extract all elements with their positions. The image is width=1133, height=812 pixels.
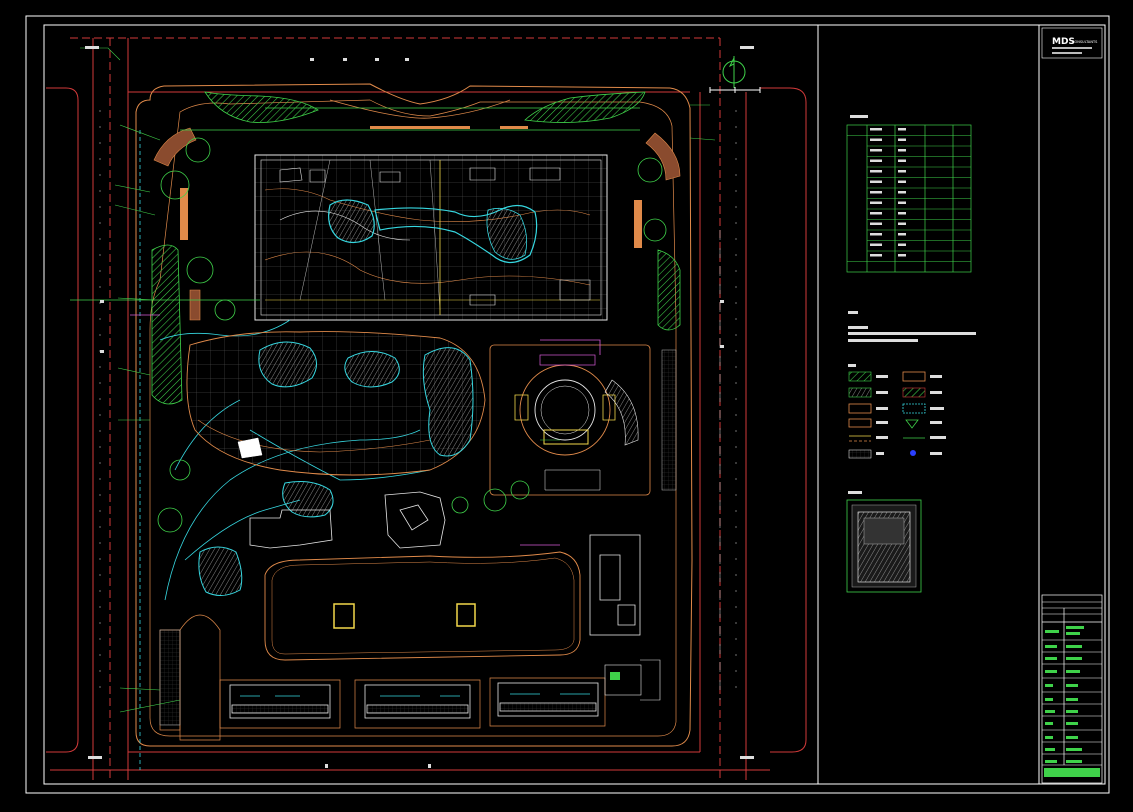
green-area-right-mid <box>657 249 681 331</box>
legend-table-cell-mark <box>898 138 906 141</box>
site-boundary <box>135 83 693 747</box>
pergola-top-right <box>645 132 681 181</box>
parking-right <box>661 349 677 491</box>
legend-table-cell-mark <box>898 254 906 257</box>
lower-buildings <box>249 491 641 636</box>
key-map <box>846 491 922 593</box>
legend-table-cell-mark <box>870 170 882 173</box>
legend-table-cell-mark <box>870 212 882 215</box>
legend-symbols <box>848 371 926 459</box>
legend-table-cell-mark <box>870 201 882 204</box>
site-boundary-inner <box>149 99 677 737</box>
main-building-top <box>254 154 608 321</box>
legend-table-cell-mark <box>870 180 882 183</box>
legend-table-cell-mark <box>870 159 882 162</box>
green-area-top-right <box>524 91 646 123</box>
legend-table-cell-mark <box>898 233 906 236</box>
outer-roads <box>46 37 807 780</box>
legend-table-cell-mark <box>870 128 882 131</box>
legend-table-cell-mark <box>870 138 882 141</box>
legend-table-cell-mark <box>898 191 906 194</box>
entrance-canopies <box>180 126 642 248</box>
scale-bar <box>709 87 761 93</box>
theatre-building <box>489 344 651 496</box>
legend-table-cell-mark <box>898 180 906 183</box>
pergola-top-left <box>153 127 197 167</box>
bottom-buildings <box>229 682 599 719</box>
special-lines <box>130 314 601 546</box>
title-block: MDS CONSULTANTS <box>1041 27 1103 59</box>
green-area-left-mid <box>151 244 183 405</box>
legend-table-cell-mark <box>898 243 906 246</box>
company-logo: MDS <box>1052 37 1075 47</box>
legend-table-rows <box>847 128 971 262</box>
legend-table-cell-mark <box>898 170 906 173</box>
legend-table-text <box>850 115 868 118</box>
north-arrow-icon <box>722 56 746 88</box>
legend-table-cell-mark <box>898 149 906 152</box>
tree-symbols <box>157 137 667 533</box>
green-area-top-left <box>204 91 319 123</box>
legend-table-cell-mark <box>898 222 906 225</box>
drawing-frame <box>25 15 1110 794</box>
legend-table-cell-mark <box>870 149 882 152</box>
legend-table-cell-mark <box>870 254 882 257</box>
parking-left <box>159 629 181 726</box>
title-block-labels <box>1045 630 1059 763</box>
title-block-rows <box>1042 601 1102 766</box>
south-plaza <box>264 551 581 661</box>
legend-table-cell-mark <box>870 243 882 246</box>
legend-table-cell-mark <box>898 212 906 215</box>
company-logo-sub: CONSULTANTS <box>1072 40 1098 44</box>
bottom-building-frames <box>159 614 606 741</box>
legend-symbol-labels <box>848 364 946 455</box>
notes-block <box>848 311 976 342</box>
legend-table-cell-mark <box>870 191 882 194</box>
legend-table-cell-mark <box>898 159 906 162</box>
outer-road-dashes <box>99 110 737 700</box>
central-plaza <box>186 331 486 596</box>
legend-table-cell-mark <box>870 222 882 225</box>
right-service-area <box>604 659 661 701</box>
legend-table-cell-mark <box>898 201 906 204</box>
pergola-left-mid <box>189 289 201 321</box>
legend-table-cell-mark <box>870 233 882 236</box>
title-block-frame <box>1041 594 1103 784</box>
title-block-text <box>1044 626 1100 777</box>
plan-label-marks <box>85 46 754 768</box>
legend-table-cell-mark <box>898 128 906 131</box>
